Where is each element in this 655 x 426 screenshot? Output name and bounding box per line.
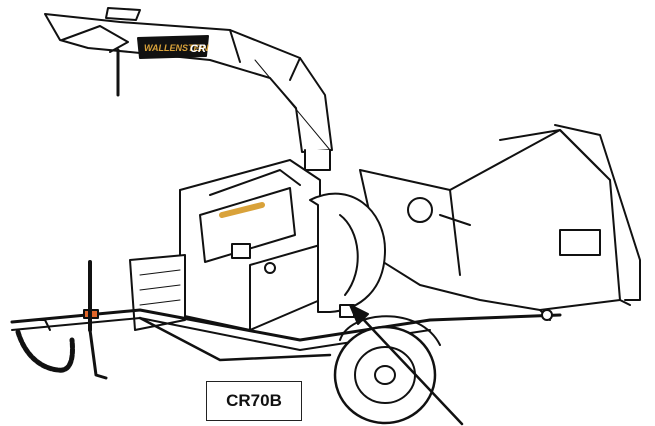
brand-name: WALLENSTEIN — [144, 43, 209, 53]
discharge-chute — [44, 7, 333, 171]
safety-chain — [15, 329, 75, 373]
callout-arrow-icon — [349, 304, 464, 426]
brand-mark: CR — [190, 43, 206, 55]
flywheel-housing — [309, 192, 386, 318]
rear-stand — [539, 299, 631, 321]
model-label: CR70B — [206, 381, 302, 421]
infeed-hopper — [359, 124, 641, 311]
engine-housing — [179, 159, 321, 331]
wheel — [333, 315, 441, 425]
brand-badge: WALLENSTEIN CR — [137, 35, 209, 59]
